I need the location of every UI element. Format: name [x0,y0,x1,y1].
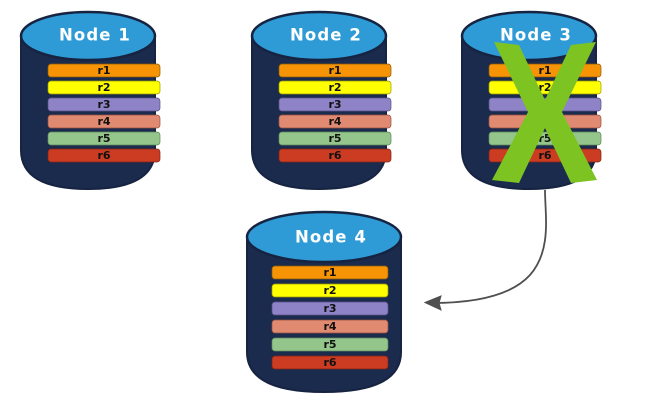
node-1-cylinder-top [19,10,157,62]
node-2-row-r5-label: r5 [328,132,341,145]
node-4-row-r2 [271,283,389,298]
node-4[interactable]: Node 4 r1 r2 r3 r4 r5 r6 [245,210,403,394]
node-4-row-r3-label: r3 [323,302,336,315]
node-2-title: Node 2 [290,26,362,45]
node-2-row-r6-label: r6 [328,149,341,162]
node-1-row-r1 [47,63,161,78]
node-4-row-r2-label: r2 [323,284,336,297]
node-2-row-r2-label: r2 [328,81,341,94]
node-1-row-r4 [47,114,161,129]
node-4-title: Node 4 [295,228,367,247]
node-3-row-r5-label: r5 [538,132,551,145]
node-4-row-r4-label: r4 [323,320,336,333]
node-3-row-r2-label: r2 [538,81,551,94]
node-1-row-r1-label: r1 [97,64,110,77]
node-1-row-r2 [47,80,161,95]
node-2[interactable]: Node 2 r1 r2 r3 r4 r5 r6 [250,10,392,191]
node-2-row-r3-label: r3 [328,98,341,111]
node-2-cylinder-top [250,10,388,62]
node-2-row-r1-label: r1 [328,64,341,77]
node-2-row-r6 [278,148,392,163]
node-3-row-r1-label: r1 [538,64,551,77]
node-3[interactable]: Node 3 r1 r2 r3 r4 r5 r6 [460,10,602,191]
node-4-row-r4 [271,319,389,334]
node-4-row-r5-label: r5 [323,338,336,351]
arrow-node3-to-node4-head-icon [423,295,442,311]
node-3-title: Node 3 [500,26,572,45]
node-3-row-r6-label: r6 [538,149,551,162]
node-2-row-r4 [278,114,392,129]
node-4-rows: r1 r2 r3 r4 r5 r6 [271,265,389,370]
node-4-cylinder-top [245,210,403,264]
node-4-row-r3 [271,301,389,316]
node-3-failure-x-icon [492,42,597,183]
node-4-row-r1-label: r1 [323,266,336,279]
node-4-row-r1 [271,265,389,280]
node-4-row-r6-label: r6 [323,356,336,369]
node-1-row-r6-label: r6 [97,149,110,162]
node-1-row-r5 [47,131,161,146]
node-2-row-r3 [278,97,392,112]
node-3-cylinder-top [460,10,598,62]
node-1-row-r6 [47,148,161,163]
arrow-node3-to-node4 [423,189,547,311]
node-4-row-r5 [271,337,389,352]
node-2-row-r5 [278,131,392,146]
node-1[interactable]: Node 1 r1 r2 r3 r4 r5 r6 [19,10,161,191]
node-4-row-r6 [271,355,389,370]
node-1-row-r2-label: r2 [97,81,110,94]
node-1-row-r5-label: r5 [97,132,110,145]
node-1-row-r3-label: r3 [97,98,110,111]
node-1-title: Node 1 [59,26,131,45]
node-1-row-r3 [47,97,161,112]
node-1-row-r4-label: r4 [97,115,110,128]
node-2-row-r2 [278,80,392,95]
arrow-node3-to-node4-path [431,189,547,304]
node-2-row-r1 [278,63,392,78]
node-1-rows: r1 r2 r3 r4 r5 r6 [47,63,161,163]
node-2-rows: r1 r2 r3 r4 r5 r6 [278,63,392,163]
node-2-row-r4-label: r4 [328,115,341,128]
